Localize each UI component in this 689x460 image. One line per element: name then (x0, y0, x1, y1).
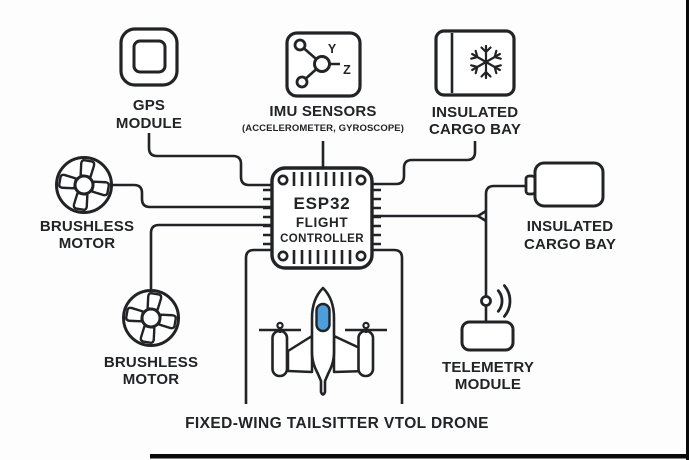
wire-junction-to-cargo-right (484, 184, 527, 296)
esp32-screw-hole (355, 174, 367, 186)
imu-sensors-node: Y Z IMU SENSORS (ACCELEROMETER, GYROSCOP… (242, 31, 404, 134)
imu-axes-icon: Y Z (285, 31, 362, 98)
imu-node-bottom (295, 75, 309, 89)
cargo-container-icon (524, 161, 605, 208)
vtol-drone-illustration (259, 286, 387, 396)
esp32-top-pins (292, 172, 352, 186)
wire-frame-left (244, 248, 272, 404)
motor-fan-icon (122, 289, 180, 347)
esp32-screw-hole (355, 250, 367, 262)
esp32-label-line3: CONTROLLER (280, 233, 364, 245)
photo-edge-right (686, 0, 689, 460)
motor-fan-icon (55, 156, 113, 214)
esp32-screw-hole (277, 250, 289, 262)
esp32-label-line1: ESP32 (294, 194, 351, 213)
wire-junction-fork (477, 209, 487, 223)
cargo-top-label-line1: INSULATED (432, 104, 519, 121)
wire-motor-bottom-to-esp32 (149, 223, 272, 290)
esp32-chip-body (270, 166, 374, 270)
insulated-cargo-bay-right-node: INSULATED CARGO BAY (524, 161, 616, 253)
motor-top-label-line1: BRUSHLESS (40, 218, 134, 235)
gps-module-icon (119, 27, 179, 87)
esp32-left-pins (263, 188, 272, 246)
prop-cap-right (362, 321, 370, 330)
motor-top-label-line2: MOTOR (59, 235, 116, 252)
gps-label-line2: MODULE (116, 115, 182, 132)
telemetry-box (460, 320, 515, 352)
motor-bottom-label-line2: MOTOR (123, 371, 180, 388)
signal-waves-icon (496, 284, 512, 318)
snowflake-icon (470, 44, 502, 80)
wing-left (286, 334, 314, 374)
wire-frame-right (372, 248, 404, 404)
esp32-label-line2: FLIGHT (296, 215, 348, 230)
antenna-tip (480, 295, 492, 307)
cockpit-canopy (315, 302, 331, 333)
telemetry-label-line1: TELEMETRY (442, 359, 534, 376)
cargo-top-label-line2: CARGO BAY (429, 121, 521, 138)
freezer-icon (434, 29, 516, 97)
cargo-right-label-line1: INSULATED (527, 218, 614, 235)
imu-axis-y-label: Y (328, 42, 337, 56)
imu-label-line1: IMU SENSORS (269, 103, 376, 120)
esp32-flight-controller-node: ESP32 FLIGHT CONTROLLER (263, 166, 381, 270)
photo-edge-bottom (150, 454, 689, 459)
cargo-right-label-line2: CARGO BAY (524, 236, 616, 253)
nacelle-right (357, 329, 375, 378)
motor-bottom-label-line1: BRUSHLESS (104, 354, 198, 371)
wire-motor-top-to-esp32 (111, 183, 272, 209)
telemetry-label-line2: MODULE (455, 376, 521, 393)
gps-label-line1: GPS (133, 97, 165, 114)
gps-module-node: GPS MODULE (116, 27, 182, 132)
imu-label-line2: (ACCELEROMETER, GYROSCOPE) (242, 123, 404, 134)
brushless-motor-top-node: BRUSHLESS MOTOR (40, 156, 134, 252)
esp32-bottom-pins (292, 250, 352, 264)
wire-gps-to-esp32 (147, 133, 272, 187)
esp32-right-pins (372, 188, 381, 246)
wiring (111, 133, 527, 404)
telemetry-module-node: TELEMETRY MODULE (442, 284, 534, 393)
diagram-title: FIXED-WING TAILSITTER VTOL DRONE (185, 415, 489, 432)
brushless-motor-bottom-node: BRUSHLESS MOTOR (104, 289, 198, 388)
imu-node-top (293, 38, 307, 52)
esp32-screw-hole (277, 174, 289, 186)
wire-cargo-top-to-esp32 (372, 141, 477, 186)
imu-node-center (313, 55, 331, 73)
imu-axis-z-label: Z (343, 63, 351, 77)
prop-cap-left (276, 321, 284, 330)
insulated-cargo-bay-top-node: INSULATED CARGO BAY (429, 29, 521, 138)
telemetry-antenna-icon (460, 284, 515, 352)
nacelle-left (271, 329, 289, 378)
